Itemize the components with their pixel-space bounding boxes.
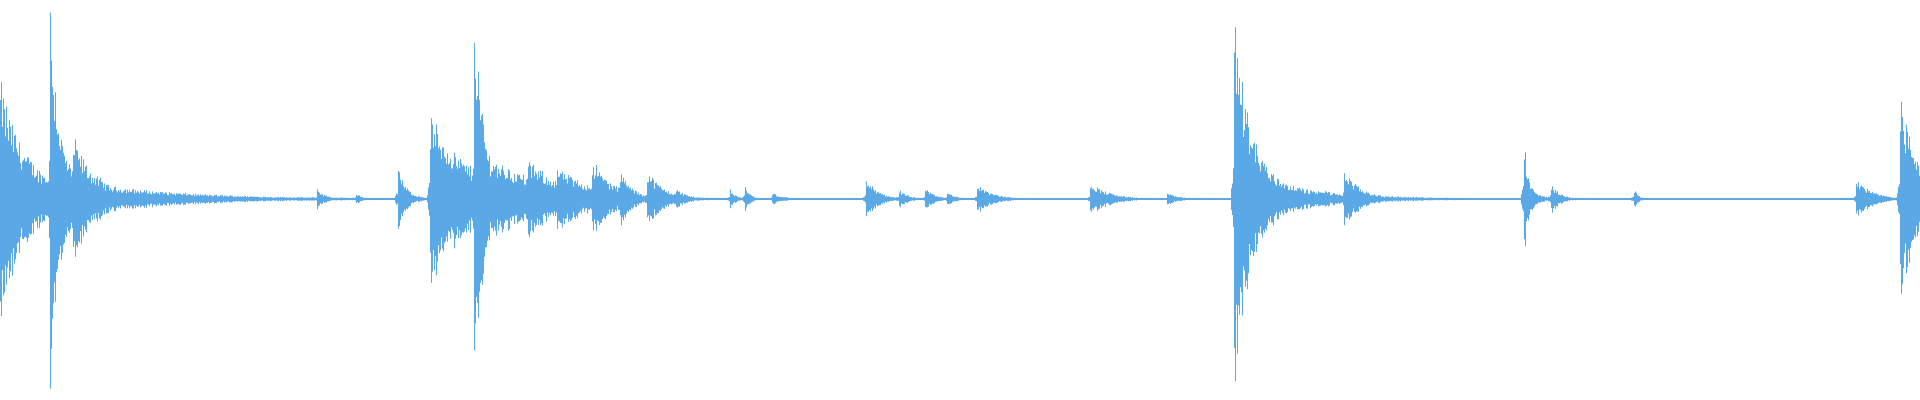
waveform-bars [0,12,1920,389]
waveform-amplitude-path [0,12,1920,389]
